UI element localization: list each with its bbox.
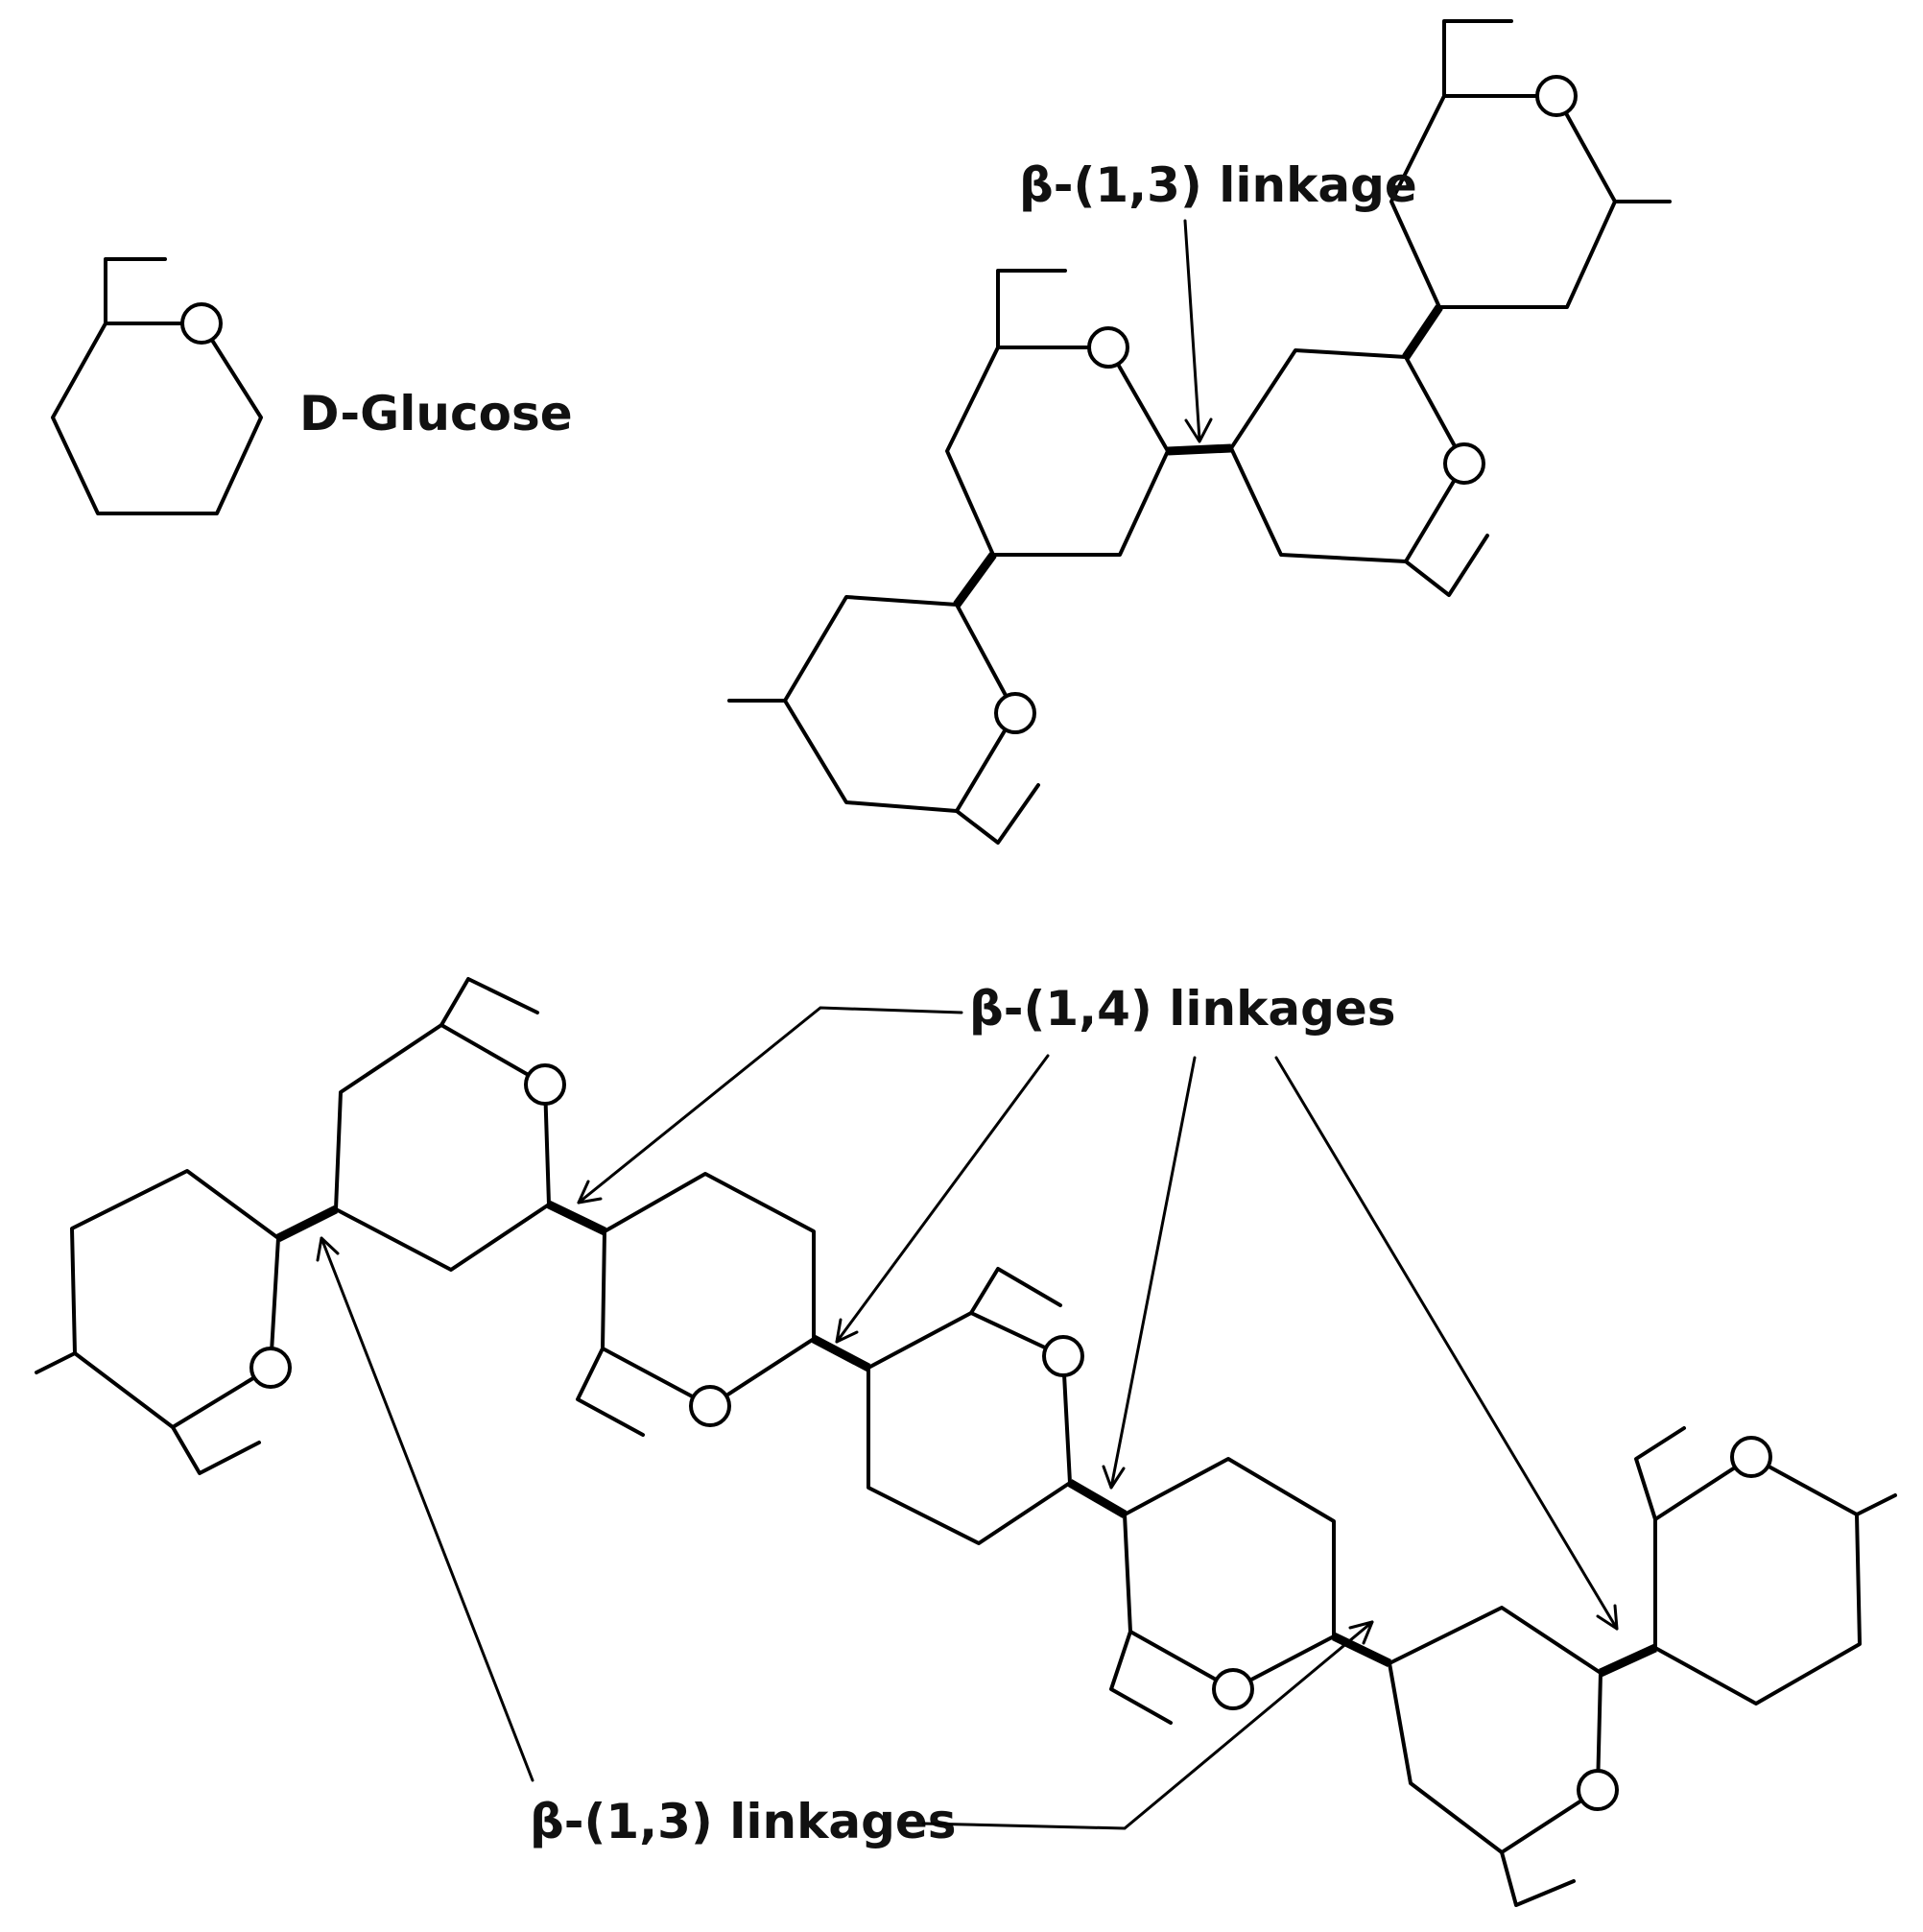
b13-linkages-label: β-(1,3) linkages [530, 1794, 957, 1849]
top-linkage-label: β-(1,3) linkage [1019, 157, 1417, 213]
d-glucose-label: D-Glucose [299, 386, 573, 441]
chain-ring-4 [867, 1267, 1084, 1545]
ring-b [1229, 348, 1489, 597]
chain-ring-7 [1634, 1426, 1897, 1705]
b14-linkages-label: β-(1,4) linkages [969, 981, 1396, 1037]
ring-a [1389, 19, 1672, 309]
ring-oxygen [180, 302, 223, 345]
chain-ring-1 [35, 1169, 292, 1475]
ch2oh-group [104, 257, 167, 325]
ring-d [727, 595, 1040, 845]
beta-1-3-fragment: β-(1,3) linkage [727, 19, 1672, 845]
glucose-ring [51, 322, 263, 515]
d-glucose-legend: D-Glucose [51, 257, 573, 515]
chain-ring-3 [576, 1172, 816, 1437]
chain-ring-2 [334, 977, 566, 1272]
mixed-linkage-chain: β-(1,4) linkages β-(1,3) linkages [35, 977, 1897, 1907]
ring-c [945, 269, 1170, 557]
chain-ring-6 [1388, 1606, 1619, 1907]
